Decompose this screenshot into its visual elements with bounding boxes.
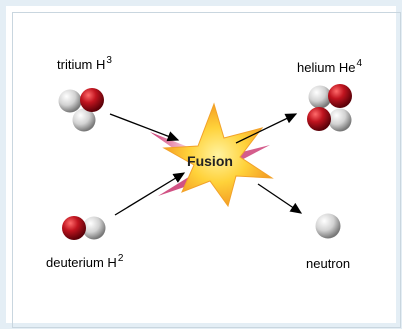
figure-inner-border	[12, 12, 401, 328]
arrow-fusion-to-helium	[235, 113, 298, 144]
helium-neutron-1	[308, 85, 332, 109]
tritium-nucleus	[58, 88, 104, 132]
deuterium-nucleus	[62, 216, 106, 240]
reaction-arrows	[109, 113, 303, 216]
tritium-label: tritium H3	[57, 55, 112, 72]
deuterium-neutron	[82, 216, 106, 240]
fusion-star	[162, 102, 274, 208]
arrow-tritium-to-fusion	[109, 113, 180, 142]
tritium-proton	[80, 88, 104, 112]
arrow-deuterium-to-fusion	[114, 172, 186, 216]
helium-nucleus	[307, 84, 352, 132]
tritium-neutron-1	[58, 89, 82, 113]
free-neutron	[315, 213, 341, 239]
helium-proton-2	[307, 107, 331, 131]
helium-label: helium He4	[297, 58, 363, 75]
neutron-label: neutron	[306, 256, 351, 271]
deuterium-proton	[62, 216, 86, 240]
helium-proton-1	[328, 84, 352, 108]
fusion-label: Fusion	[187, 153, 233, 169]
deuterium-label: deuterium H2	[46, 253, 124, 270]
helium-neutron-2	[328, 108, 352, 132]
tritium-neutron-2	[72, 108, 96, 132]
arrow-fusion-to-neutron	[257, 183, 303, 214]
